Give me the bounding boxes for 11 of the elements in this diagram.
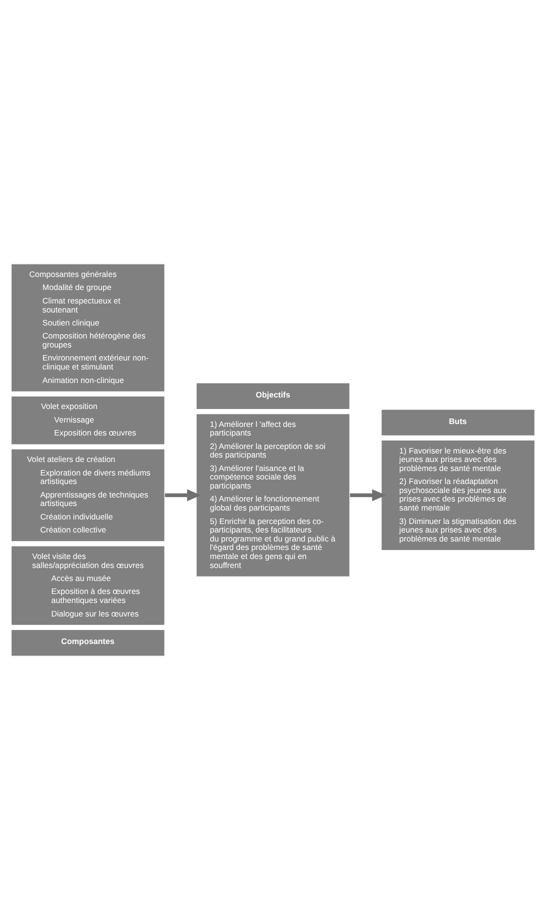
node-box: Objectifs (196, 382, 350, 410)
arrow (164, 489, 201, 502)
arrow (350, 489, 386, 502)
node-box: Composantes (10, 629, 166, 656)
node-box: Buts (380, 408, 536, 436)
node-box: Volet ateliers de création Exploration de divers médiums artistiques Apprentissages de techniques artistiques Création individuelle Création collective (10, 448, 166, 542)
node-box: Composantes générales Modalité de groupe Climat respectueux et soutenant Soutien clinique Composition hétérogène des groupes Environnement extérieur non-clinique et stimulant Animation non-clinique (10, 264, 166, 392)
node-box: 1) Améliorer l 'affect des participants 2) Améliorer la perception de soi des participants 3) Améliorer l'aisance et la compétence sociale des participants 4) Améliorer le fonctionnement global des participants 5) Enrichir la perception des co-participants, des facilitateurs du programme et du grand public à l'égard des problèmes de santé mentale et des gens qui en souffrent (196, 413, 350, 578)
node-box: Volet exposition Vernissage Exposition des œuvres (10, 396, 166, 445)
node-box: Volet visite des salles/appréciation des œuvres Accès au musée Exposition à des œuvres authentiques variées Dialogue sur les œuvres (10, 546, 166, 626)
node-box: 1) Favoriser le mieux-être des jeunes aux prises avec des problèmes de santé mentale 2) Favoriser la réadaptation psychosociale des jeunes aux prises avec des problèmes de santé mentale 3) Diminuer la stigmatisation des jeunes aux prises avec des problèmes de santé mentale (380, 440, 536, 551)
